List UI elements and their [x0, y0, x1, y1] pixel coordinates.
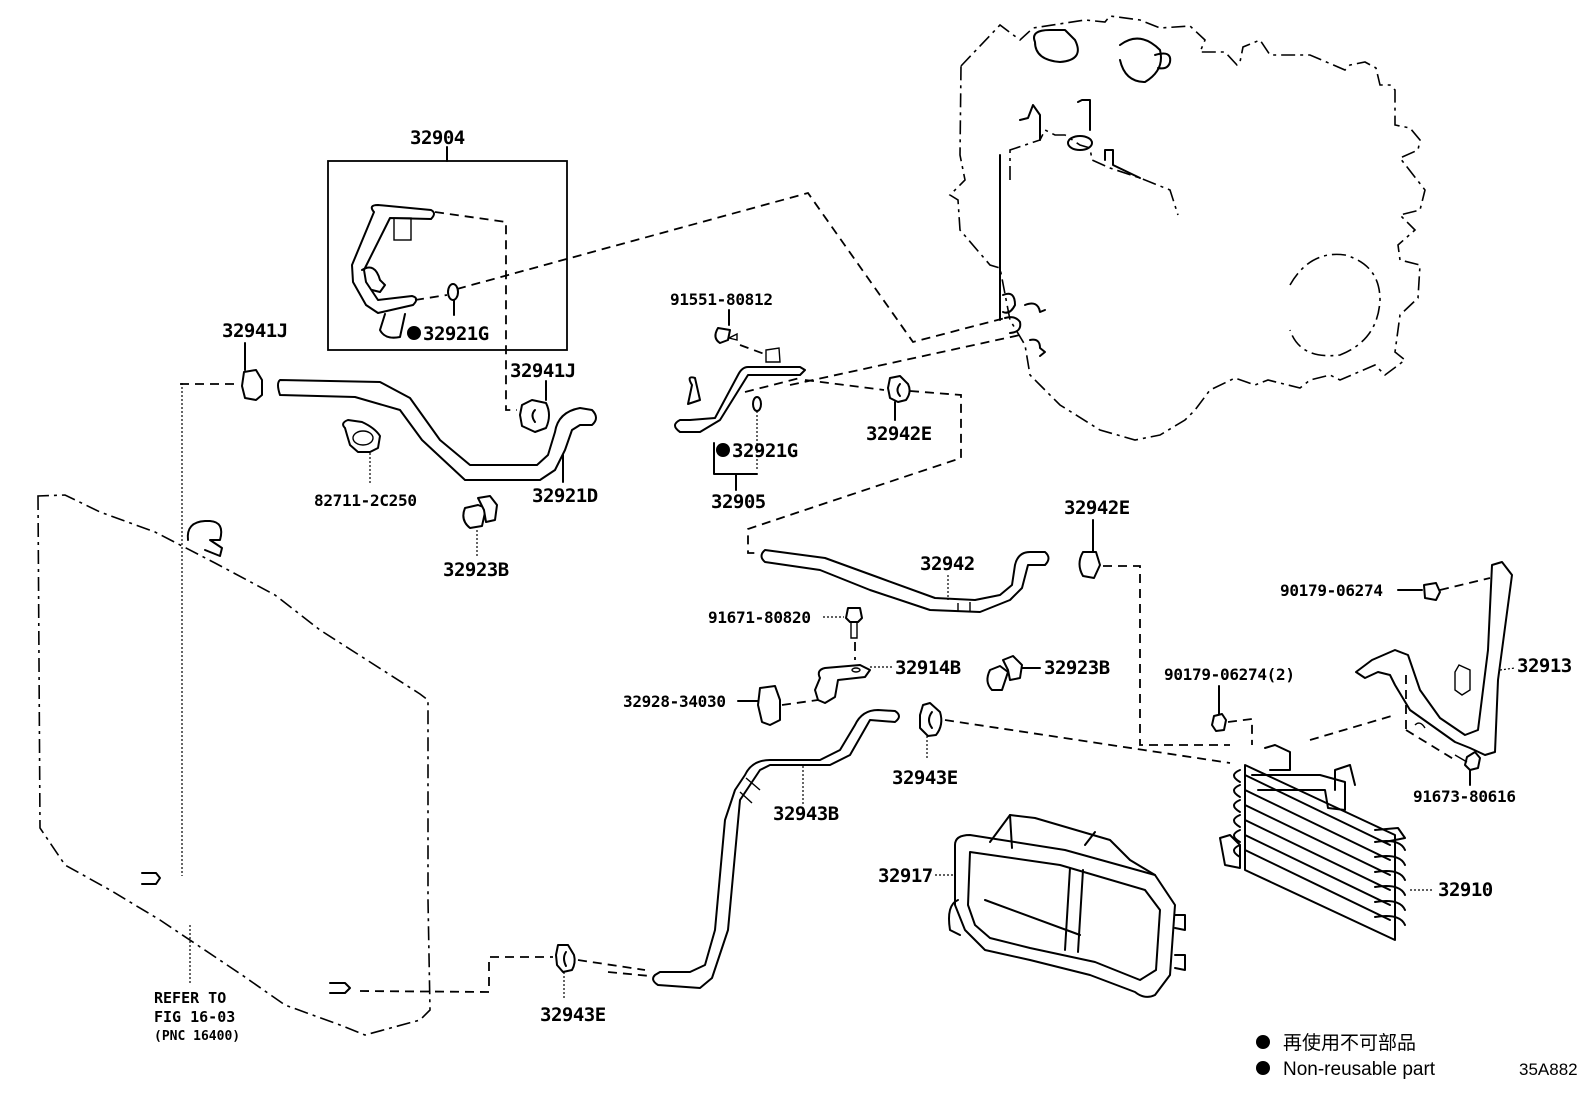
part-label-32923B[interactable]: 32923B	[443, 559, 509, 581]
part-label-32923B[interactable]: 32923B	[1044, 657, 1110, 679]
pipe-32905-group	[674, 309, 962, 554]
part-label-91551-80812[interactable]: 91551-80812	[670, 290, 773, 309]
part-label-32921G[interactable]: 32921G	[423, 323, 489, 345]
part-label-32942[interactable]: 32942	[920, 553, 975, 575]
part-label-32910[interactable]: 32910	[1438, 879, 1493, 901]
clamp-32923B-b-group	[986, 655, 1041, 691]
bracket-32913-group	[1211, 561, 1516, 786]
hose-32921D-group	[180, 342, 597, 483]
clamp-32923B-a-group	[462, 495, 498, 556]
reference-note-line2: FIG 16-03	[154, 1008, 235, 1026]
bracket-32914B-group	[737, 607, 893, 726]
part-label-32921D[interactable]: 32921D	[532, 485, 598, 507]
hose-32943B-group	[607, 702, 1231, 989]
part-label-90179-06274-qty2[interactable]: 90179-06274(2)	[1164, 665, 1295, 684]
part-label-32942E[interactable]: 32942E	[866, 423, 932, 445]
clamp-82711-group	[342, 419, 381, 485]
connection-line-32904-to-transaxle	[456, 191, 1006, 344]
part-label-32943B[interactable]: 32943B	[773, 803, 839, 825]
part-label-32928-34030[interactable]: 32928-34030	[623, 692, 726, 711]
non-reusable-marker	[407, 326, 421, 340]
part-32904-group	[327, 146, 568, 411]
oil-cooler-32910-group	[1219, 744, 1432, 941]
legend-text-english: Non-reusable part	[1283, 1059, 1436, 1080]
reference-note-line3: (PNC 16400)	[154, 1029, 240, 1044]
part-label-32942E[interactable]: 32942E	[1064, 497, 1130, 519]
part-label-32914B[interactable]: 32914B	[895, 657, 961, 679]
part-label-32917[interactable]: 32917	[878, 865, 933, 887]
part-label-82711-2C250[interactable]: 82711-2C250	[314, 491, 417, 510]
part-label-91671-80820[interactable]: 91671-80820	[708, 608, 811, 627]
non-reusable-marker	[716, 443, 730, 457]
part-label-32943E[interactable]: 32943E	[892, 767, 958, 789]
part-label-90179-06274[interactable]: 90179-06274	[1280, 581, 1383, 600]
legend-bullet-icon	[1256, 1035, 1270, 1049]
part-label-32905[interactable]: 32905	[711, 491, 766, 513]
part-label-32943E[interactable]: 32943E	[540, 1004, 606, 1026]
clamp-32943E-b-group	[359, 944, 646, 1000]
part-label-32913[interactable]: 32913	[1517, 655, 1572, 677]
air-guide-32917-group	[935, 814, 1186, 998]
legend-text-japanese: 再使用不可部品	[1283, 1032, 1416, 1054]
part-label-32921G[interactable]: 32921G	[732, 440, 798, 462]
part-label-32904[interactable]: 32904	[410, 127, 465, 149]
radiator-outline	[37, 383, 431, 1036]
connection-line-32905-to-transaxle	[789, 334, 1021, 386]
hose-32942-group	[760, 519, 1230, 746]
reference-note-line1: REFER TO	[154, 989, 226, 1007]
illustration-code: 35A882	[1519, 1060, 1578, 1079]
legend-bullet-icon	[1256, 1061, 1270, 1075]
part-label-32941J[interactable]: 32941J	[510, 360, 576, 382]
transaxle-housing-outline	[948, 15, 1426, 441]
part-label-32941J[interactable]: 32941J	[222, 320, 288, 342]
part-label-91673-80616[interactable]: 91673-80616	[1413, 787, 1516, 806]
